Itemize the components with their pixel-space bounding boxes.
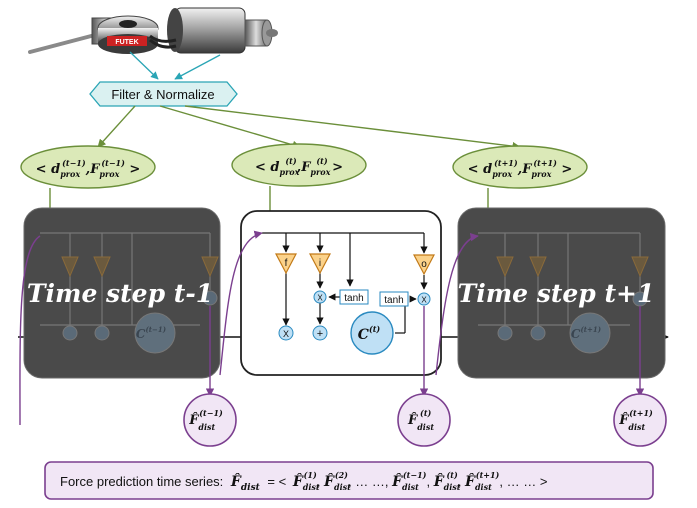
svg-text:X: X: [283, 329, 289, 339]
svg-text:< dprox(t),Fprox(t) >: < dprox(t),Fprox(t) >: [255, 156, 343, 177]
svg-text:F̂dist(t−1): F̂dist(t−1): [188, 408, 223, 432]
svg-text:X: X: [421, 296, 427, 305]
forget-gate-label: f: [285, 258, 288, 269]
svg-text:Force prediction time series:: Force prediction time series: F̂dist = <…: [60, 470, 547, 493]
svg-text:F̂dist(t): F̂dist(t): [407, 408, 434, 432]
output-gate-label: o: [421, 259, 427, 270]
svg-text:C(t+1): C(t+1): [571, 325, 601, 341]
input-next: < dprox(t+1),Fprox(t+1) >: [452, 145, 588, 189]
svg-text:X: X: [317, 294, 323, 303]
input-prev: < dprox(t−1),Fprox(t−1) >: [20, 145, 156, 189]
force-prediction-series: Force prediction time series: F̂dist = <…: [44, 461, 654, 500]
input-gate-label: i: [319, 258, 321, 269]
series-prefix: Force prediction time series:: [60, 474, 223, 489]
cell-current: f i o X tanh tanh X X + C(t): [240, 210, 442, 376]
svg-text:< dprox(t+1),Fprox(t+1) >: < dprox(t+1),Fprox(t+1) >: [468, 158, 573, 179]
tanh-candidate: tanh: [344, 293, 363, 304]
svg-text:< dprox(t−1),Fprox(t−1) >: < dprox(t−1),Fprox(t−1) >: [36, 158, 141, 179]
output-next: F̂dist(t+1): [613, 393, 667, 447]
output-prev: F̂dist(t−1): [183, 393, 237, 447]
cell-state-current: C(t): [358, 324, 381, 343]
force-sensor-image: FUTEK: [28, 15, 159, 54]
output-current: F̂dist(t): [397, 393, 451, 447]
svg-text:F̂dist(t+1): F̂dist(t+1): [618, 408, 653, 432]
svg-text:C(t−1): C(t−1): [136, 325, 166, 341]
svg-text:+: +: [317, 328, 323, 340]
time-step-next-title: Time step t+1: [458, 279, 655, 308]
cell-prev: C(t−1) Time step t-1: [23, 207, 221, 379]
sensor-brand: FUTEK: [115, 39, 138, 46]
filter-normalize-box: Filter & Normalize: [89, 81, 238, 107]
motor-image: [149, 7, 278, 54]
input-current: < dprox(t),Fprox(t) >: [231, 143, 367, 187]
time-step-prev-title: Time step t-1: [27, 279, 213, 308]
filter-label: Filter & Normalize: [111, 87, 214, 102]
cell-next: C(t+1) Time step t+1: [457, 207, 666, 379]
tanh-output: tanh: [384, 295, 403, 306]
